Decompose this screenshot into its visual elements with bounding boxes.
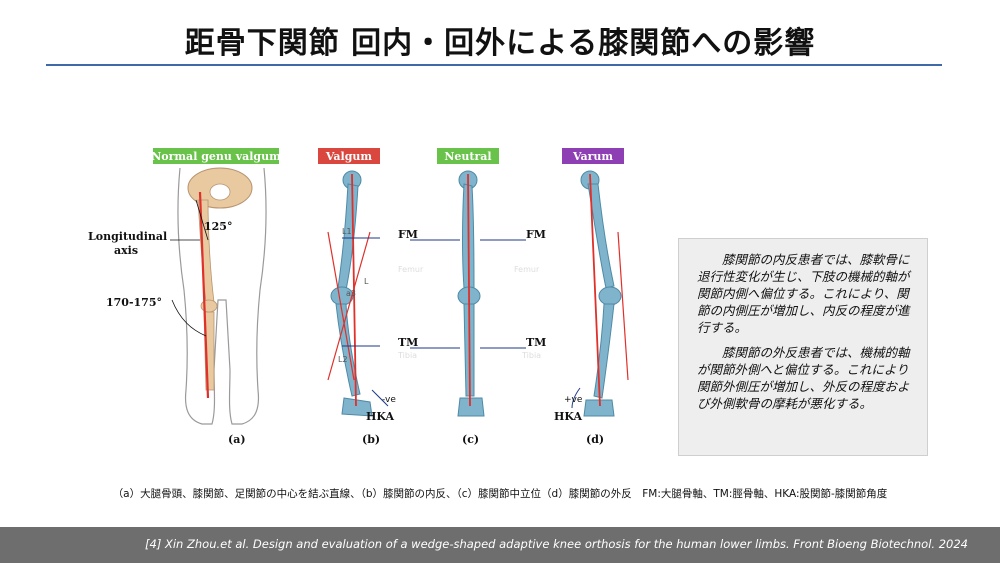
tibia-b (335, 303, 361, 397)
tag-valgum-bg (318, 148, 380, 164)
label-l1: L1 (342, 227, 352, 236)
foot-b (341, 397, 373, 417)
tag-normal-bg (153, 148, 279, 164)
label-a3: a3 (346, 289, 356, 298)
label-hka-left: HKA (366, 410, 395, 423)
tag-varum-bg (562, 148, 624, 164)
mech-axis-c (467, 173, 471, 407)
sublabel-c: (c) (462, 433, 479, 446)
label-l2: L2 (338, 355, 348, 364)
foot-d (583, 399, 615, 417)
leg-alignment-figure: Normal genu valgum Longitudinal axis 125… (80, 140, 680, 450)
panel-c: Neutral (c) (437, 148, 499, 446)
title-underline (46, 64, 942, 66)
label-neg-ve: -ve (382, 395, 396, 405)
figure-svg: Normal genu valgum Longitudinal axis 125… (88, 148, 629, 446)
longitudinal-axis-line (198, 191, 210, 399)
page-title: 距骨下関節 回内・回外による膝関節への影響 (184, 26, 816, 61)
sublabel-a: (a) (228, 433, 246, 446)
footer-citation: [4] Xin Zhou.et al. Design and evaluatio… (145, 537, 968, 551)
label-femur-2: Femur (514, 265, 540, 274)
label-l: L (364, 277, 369, 286)
sublabel-d: (d) (586, 433, 604, 446)
tag-normal: Normal genu valgum (151, 150, 281, 163)
knee-d (598, 286, 622, 306)
tag-neutral: Neutral (444, 150, 491, 163)
label-hka-right: HKA (554, 410, 583, 423)
label-axis: axis (114, 244, 138, 257)
panel-a: Normal genu valgum Longitudinal axis 125… (88, 148, 281, 446)
tag-varum: Varum (572, 150, 613, 163)
panel-b: Valgum L1 L a3 L2 -ve HKA (b) (318, 148, 396, 446)
label-pos-ve: +ve (564, 395, 583, 405)
figure-caption: （a）大腿骨頭、膝関節、足関節の中心を結ぶ直線、（b）膝関節の内反、（c）膝関節… (112, 488, 888, 500)
foot-c (457, 397, 485, 417)
label-tm-right: TM (526, 336, 546, 349)
label-tm-left: TM (398, 336, 418, 349)
note-varus: 膝関節の内反患者では、膝軟骨に退行性変化が生じ、下肢の機械的軸が関節内側へ偏位す… (697, 252, 910, 335)
label-fm-right: FM (526, 228, 546, 241)
tag-neutral-bg (437, 148, 499, 164)
mech-axis-d (589, 173, 601, 407)
body-outline (177, 167, 267, 425)
panel-d: Varum +ve HKA (d) (554, 148, 629, 446)
tag-valgum: Valgum (325, 150, 373, 163)
note-box: 膝関節の内反患者では、膝軟骨に退行性変化が生じ、下肢の機械的軸が関節内側へ偏位す… (678, 238, 928, 456)
label-femur-1: Femur (398, 265, 424, 274)
sublabel-b: (b) (362, 433, 380, 446)
label-125: 125° (204, 220, 232, 233)
note-valgus: 膝関節の外反患者では、機械的軸が関節外側へと偏位する。これにより関節外側圧が増加… (697, 345, 910, 411)
label-longitudinal: Longitudinal (88, 230, 167, 243)
label-fm-left: FM (398, 228, 418, 241)
femur-d (587, 183, 615, 289)
label-tibia-1: Tibia (397, 351, 417, 360)
label-tibia-2: Tibia (521, 351, 541, 360)
footer-bar: [4] Xin Zhou.et al. Design and evaluatio… (0, 527, 1000, 563)
femur-b (337, 183, 359, 291)
label-170-175: 170-175° (106, 296, 162, 309)
